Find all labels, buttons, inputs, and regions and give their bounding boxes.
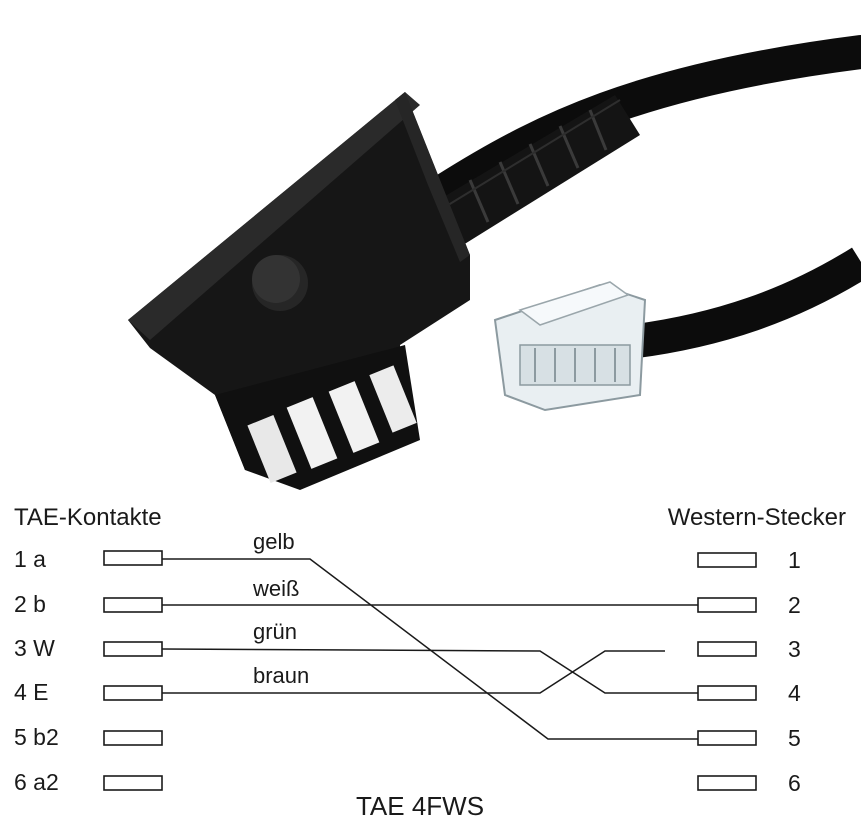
right-pin-box [697,775,757,791]
wire-gruen [161,648,698,694]
wire-label: braun [253,663,309,688]
wiring-diagram: TAE-Kontakte Western-Stecker 1 a 2 b 3 W… [14,504,846,821]
left-pin-box [103,550,163,566]
right-pin-box [697,685,757,701]
right-pin-box [697,552,757,568]
left-pin-box [103,775,163,791]
right-pin-box [697,730,757,746]
right-header: Western-Stecker [668,504,846,531]
strain-relief [430,95,640,250]
right-pin-label: 1 [788,547,801,573]
left-pin-label: 1 a [14,546,46,572]
tae-plug [128,92,470,490]
right-pin-box [697,597,757,613]
cable-rj [598,247,861,362]
diagram-title: TAE 4FWS [356,791,484,821]
wire-gelb [162,558,698,740]
left-pin-box [103,730,163,746]
left-pin-label: 2 b [14,591,46,617]
left-pin-box [103,597,163,613]
right-pin-label: 5 [788,725,801,751]
right-pin-label: 6 [788,770,801,796]
left-pin-label: 3 W [14,635,55,661]
left-pin-label: 6 a2 [14,769,59,795]
wire-braun [162,650,665,694]
rj11-connector [493,281,647,412]
right-pin-label: 4 [788,680,801,706]
left-pin-label: 4 E [14,679,49,705]
plug-contacts [215,345,420,490]
wires [161,558,698,740]
wire-label: grün [253,619,297,644]
right-pin-box [697,641,757,657]
right-pin-label: 3 [788,636,801,662]
left-pin-box [103,685,163,701]
left-pin-box [103,641,163,657]
wire-label: weiß [252,576,299,601]
right-pin-label: 2 [788,592,801,618]
left-header: TAE-Kontakte [14,504,162,531]
left-pin-boxes [103,550,163,791]
right-pin-boxes [697,552,757,791]
wire-label: gelb [253,529,295,554]
left-pin-label: 5 b2 [14,724,59,750]
product-photo [128,35,861,490]
